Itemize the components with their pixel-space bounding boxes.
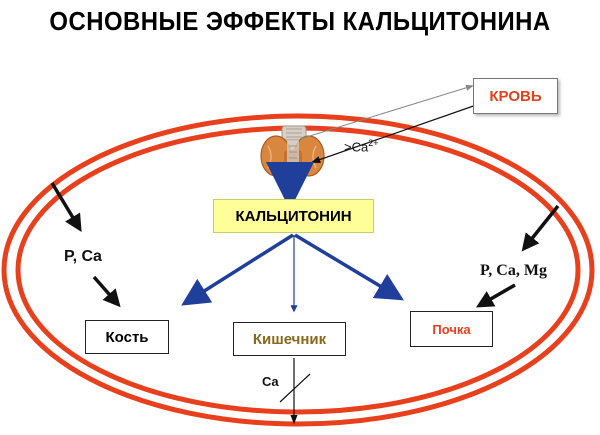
calcium-stimulus-label: >Ca2+ [344,138,378,154]
stimulus-charge: 2+ [368,138,379,148]
calcitonin-to-bone-arrow [181,233,294,306]
page-title: ОСНОВНЫЕ ЭФФЕКТЫ КАЛЬЦИТОНИНА [49,6,551,36]
calcitonin-box: КАЛЬЦИТОНИН [213,199,374,233]
intestine-box: Кишечник [233,322,346,356]
gland-to-blood-arrow [299,84,474,140]
ion-flow-arrow-left-top [50,182,82,232]
blocked-slash [279,373,311,403]
intestine-ca-label: Ca [262,374,279,389]
ion-flow-arrow-right-top [521,204,560,252]
ion-flow-arrow-to-kidney [475,283,516,308]
ion-flow-arrow-to-bone [92,275,121,308]
thyroid-gland-icon [260,125,325,177]
calcitonin-to-kidney-arrow [294,233,405,301]
blood-box: КРОВЬ [473,78,558,114]
stimulus-prefix: >Ca [344,139,369,155]
blood-to-gland-arrow [310,102,483,164]
bone-ions-label: P, Ca [64,248,102,265]
kidney-ions-label: P, Ca, Mg [480,262,547,279]
outer-ellipse [1,113,595,427]
kidney-box: Почка [410,311,493,347]
bone-box: Кость [85,320,169,354]
